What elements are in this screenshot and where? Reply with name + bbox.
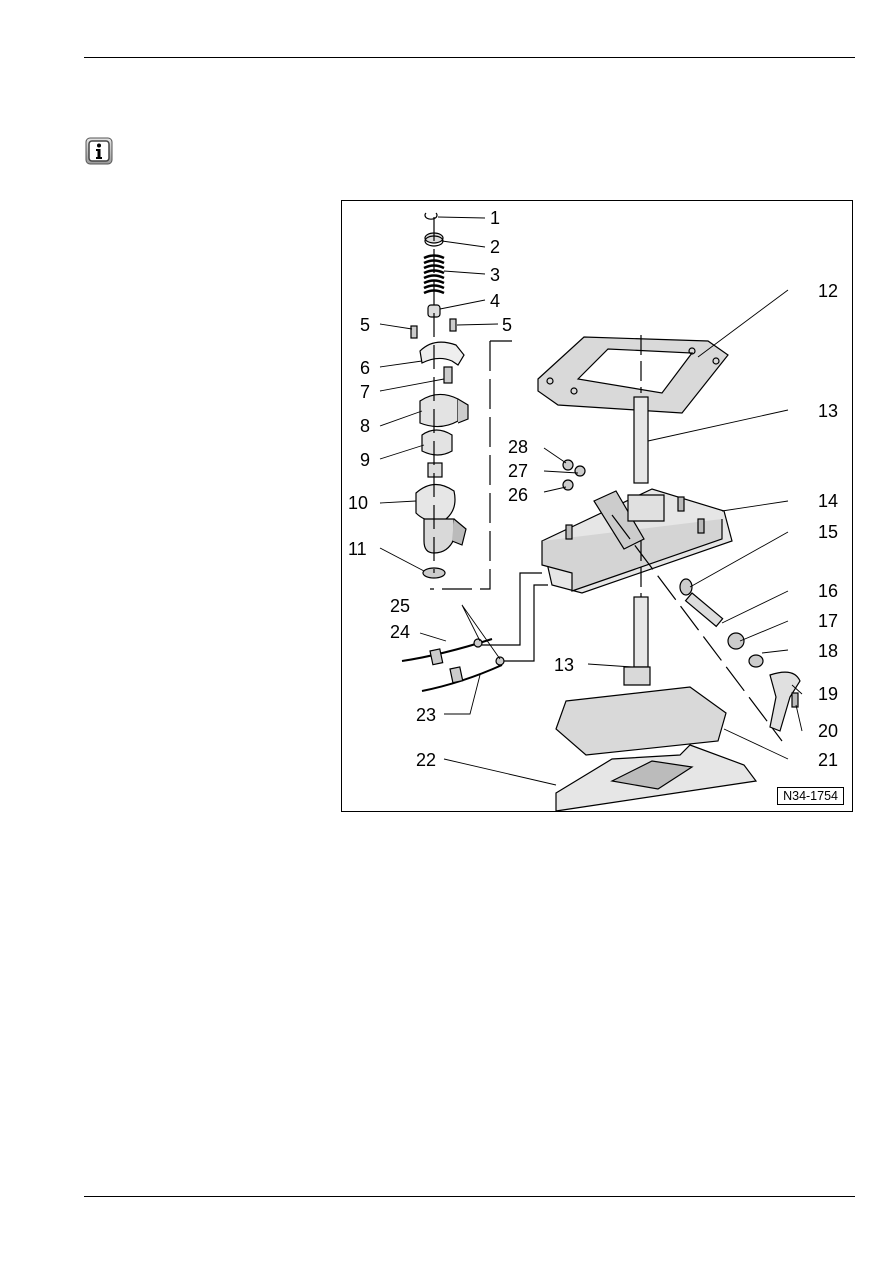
figure-id: N34-1754 bbox=[777, 787, 844, 805]
callout-5-right: 5 bbox=[502, 315, 512, 335]
callout-7: 7 bbox=[360, 382, 370, 402]
callout-28: 28 bbox=[508, 437, 528, 457]
callout-10: 10 bbox=[348, 493, 368, 513]
callout-24: 24 bbox=[390, 622, 410, 642]
callout-23: 23 bbox=[416, 705, 436, 725]
callout-20: 20 bbox=[818, 721, 838, 741]
callout-27: 27 bbox=[508, 461, 528, 481]
callout-4: 4 bbox=[490, 291, 500, 311]
footer-rule bbox=[84, 1196, 855, 1197]
callout-16: 16 bbox=[818, 581, 838, 601]
callout-5-left: 5 bbox=[360, 315, 370, 335]
callout-14: 14 bbox=[818, 491, 838, 511]
callout-13-upper: 13 bbox=[818, 401, 838, 421]
callout-18: 18 bbox=[818, 641, 838, 661]
callout-9: 9 bbox=[360, 450, 370, 470]
callout-15: 15 bbox=[818, 522, 838, 542]
callout-26: 26 bbox=[508, 485, 528, 505]
callout-19: 19 bbox=[818, 684, 838, 704]
exploded-view-figure: 1 2 3 4 5 5 6 7 8 9 10 11 12 13 13 14 15… bbox=[341, 200, 853, 812]
callout-1: 1 bbox=[490, 208, 500, 228]
callout-8: 8 bbox=[360, 416, 370, 436]
info-icon bbox=[85, 137, 113, 165]
header-rule bbox=[84, 57, 855, 58]
callout-22: 22 bbox=[416, 750, 436, 770]
callout-13-lower: 13 bbox=[554, 655, 574, 675]
callout-25: 25 bbox=[390, 596, 410, 616]
callout-2: 2 bbox=[490, 237, 500, 257]
callout-3: 3 bbox=[490, 265, 500, 285]
callout-17: 17 bbox=[818, 611, 838, 631]
callout-11: 11 bbox=[348, 539, 367, 559]
callout-12: 12 bbox=[818, 281, 838, 301]
callout-21: 21 bbox=[818, 750, 838, 770]
exploded-view-drawing: 1 2 3 4 5 5 6 7 8 9 10 11 12 13 13 14 15… bbox=[348, 208, 838, 812]
callout-6: 6 bbox=[360, 358, 370, 378]
